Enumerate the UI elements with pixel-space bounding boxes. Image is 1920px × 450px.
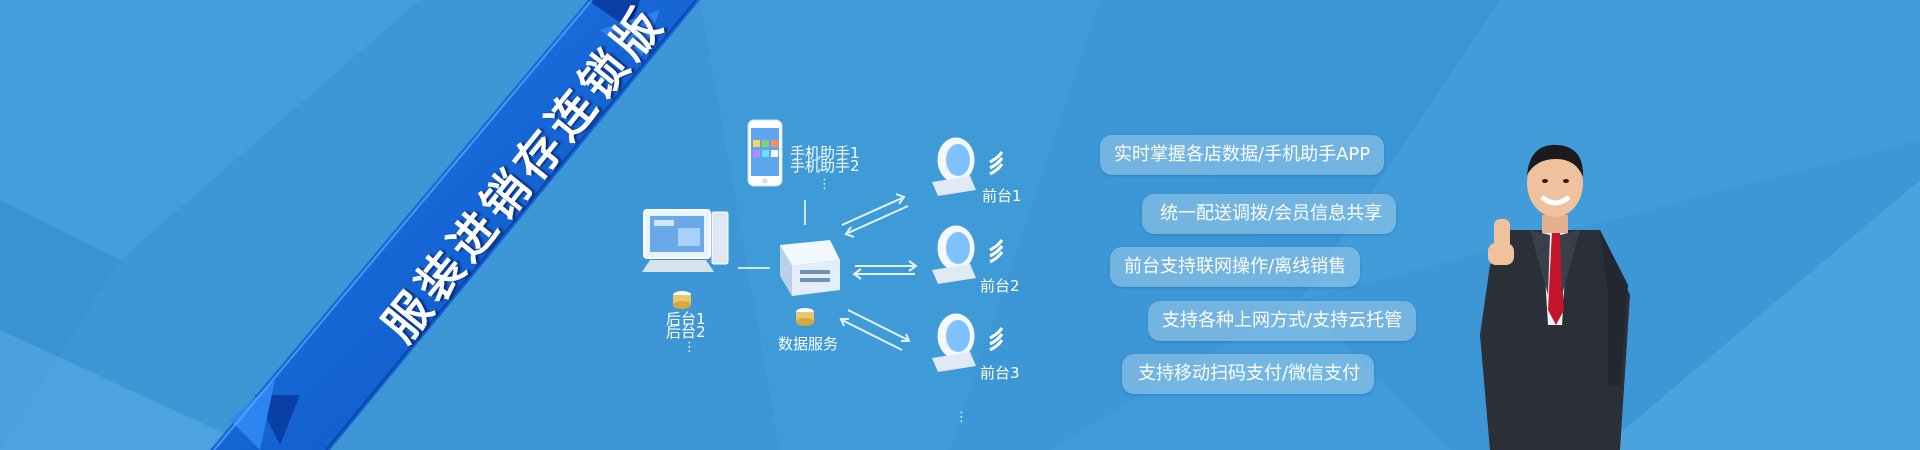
- feature-pill-3: 前台支持联网操作/离线销售: [1110, 247, 1361, 287]
- feature-pill-2: 统一配送调拨/会员信息共享: [1142, 194, 1397, 234]
- mobile-label-1: 手机助手1: [790, 144, 860, 162]
- feature-pill-4: 支持各种上网方式/支持云托管: [1148, 301, 1417, 341]
- backend-label-2: 后台2: [666, 323, 706, 341]
- server-icon: [780, 240, 840, 296]
- frontend-more-dots: ⋮: [955, 410, 968, 425]
- smartphone-icon: [747, 119, 783, 187]
- mobile-more-dots: ⋮: [818, 177, 831, 192]
- frontend-label-3: 前台3: [980, 364, 1020, 382]
- database-icon: [673, 291, 691, 309]
- businessman-thumbs-up-image: [1480, 144, 1630, 450]
- desktop-monitor-icon: [932, 313, 1004, 372]
- database-icon: [796, 308, 814, 326]
- desktop-monitor-icon: [932, 225, 1004, 284]
- backend-label-1: 后台1: [666, 310, 706, 328]
- feature-pill-1: 实时掌握各店数据/手机助手APP: [1100, 135, 1385, 175]
- desktop-monitor-icon: [932, 137, 1004, 196]
- sync-arrows: [839, 193, 918, 351]
- backend-more-dots: ⋮: [683, 340, 696, 355]
- server-label: 数据服务: [778, 335, 839, 353]
- frontend-label-1: 前台1: [982, 187, 1022, 205]
- mobile-label-2: 手机助手2: [790, 157, 860, 175]
- frontend-label-2: 前台2: [980, 277, 1020, 295]
- network-diagram: [642, 119, 1004, 372]
- desktop-computer-icon: [642, 209, 729, 272]
- feature-pill-5: 支持移动扫码支付/微信支付: [1122, 354, 1375, 394]
